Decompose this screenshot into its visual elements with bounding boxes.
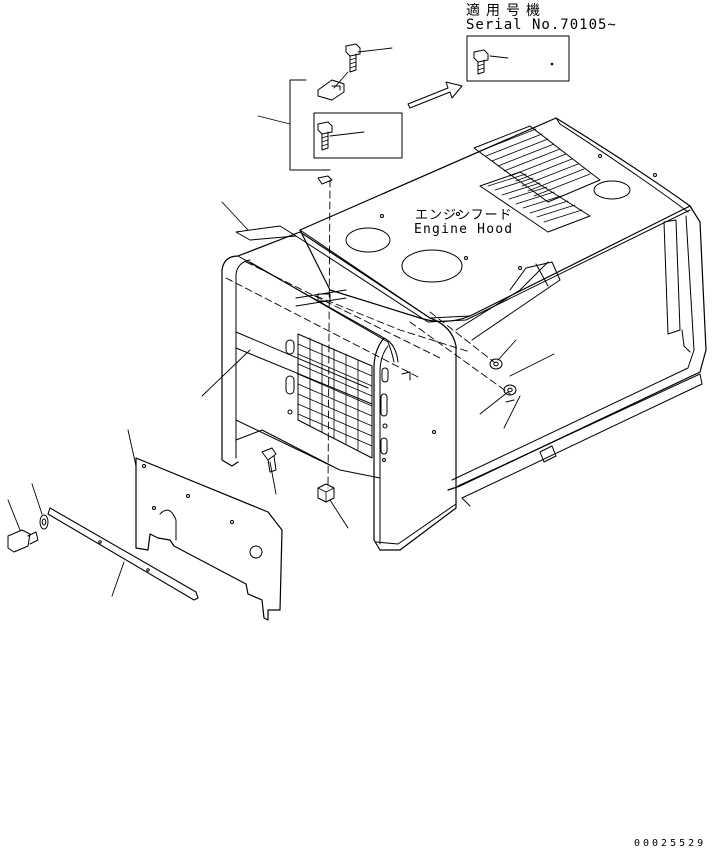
hood-side-frame [448,206,706,506]
serial-bolt [474,50,488,74]
front-panel-assembly [222,232,456,550]
engine-hood-top-panel [296,118,690,322]
hood-round-opening-rear [594,181,630,199]
bracket-bolt [318,122,332,150]
bracket-callout-box [314,113,402,158]
serial-callout-box [467,36,569,81]
vent-grille-rear [474,126,600,202]
vent-grille-front [480,172,590,232]
cover-bolt [8,530,38,552]
grille-bolt [262,448,276,472]
side-washer-upper [490,359,502,369]
exploded-group-bracket [290,80,330,170]
drawing-number: 00025529 [634,838,707,849]
cover-washer [40,515,48,529]
applicable-serial-label: Serial No.70105~ [466,17,617,33]
top-hex-bolt [346,44,360,72]
engine-hood-label: Engine Hood [414,222,514,237]
lower-cover-plate [136,458,282,620]
flat-strip-top [236,226,296,240]
side-washer-lower [504,385,516,395]
serial-arrow [408,82,462,108]
hood-round-opening-large [402,250,462,282]
applicable-serial-label-jp: 適用号機 [466,3,546,19]
leader-lines [8,48,554,596]
hood-clip-bracket [318,80,344,100]
seal-strip [48,508,198,600]
radiator-grille [298,334,372,458]
side-pin [506,400,514,402]
hex-nut [318,484,334,502]
engine-hood-label-jp: エンジンフード [415,208,513,223]
phantom-lines [226,180,510,488]
small-washer [318,176,332,184]
hood-round-opening-small [346,228,390,252]
